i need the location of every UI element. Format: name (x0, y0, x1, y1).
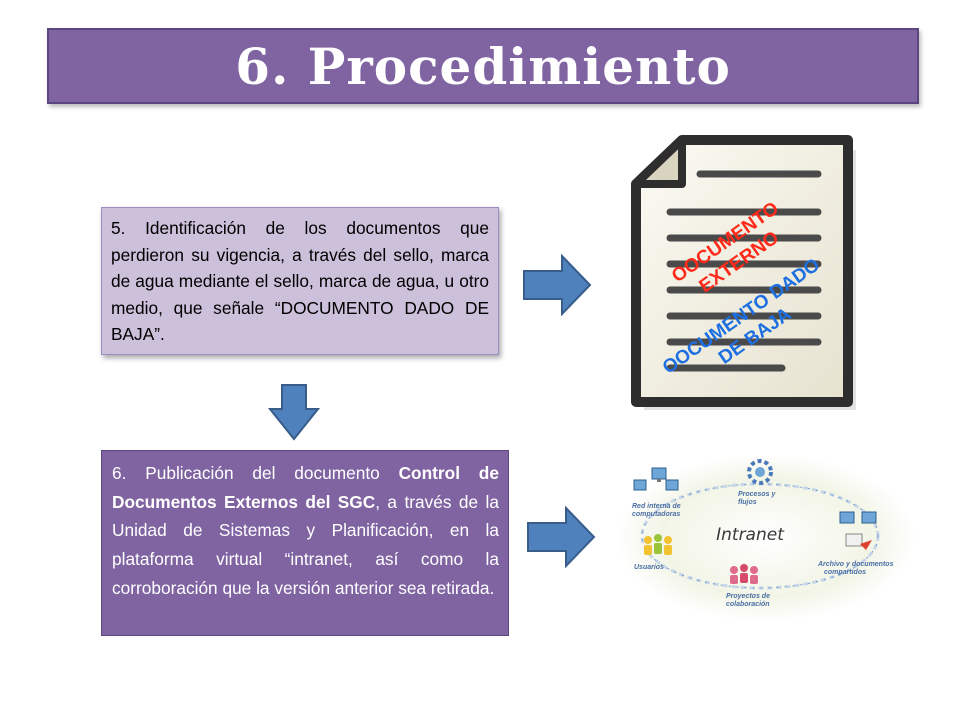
gear-icon (747, 459, 773, 485)
document-icon: OOCUMENTO EXTERNO OOCUMENTO DADO DE BAJA (631, 135, 856, 410)
arrow-down-icon (268, 384, 320, 441)
arrow-right-icon (527, 506, 596, 568)
node-users-label: Usuarios (634, 564, 664, 571)
step5-box: 5. Identificación de los documentos que … (101, 207, 499, 355)
users-icon (644, 534, 672, 555)
computer-icon (633, 467, 679, 491)
arrow-right-icon (523, 254, 592, 316)
step6-text-part2: , a través de la Unidad de Sistemas y Pl… (112, 491, 499, 598)
page-title: 6. Procedimiento (235, 36, 731, 96)
intranet-center-label: Intranet (716, 525, 785, 545)
step6-box: 6. Publicación del documento Control de … (101, 450, 509, 636)
step5-text: 5. Identificación de los documentos que … (111, 218, 489, 344)
title-bar: 6. Procedimiento (47, 28, 919, 104)
server-icon (839, 511, 877, 550)
step6-text-part1: 6. Publicación del documento (112, 463, 399, 483)
team-icon (730, 564, 758, 584)
step6-text-bold: Control de Documentos Externos del SGC (112, 463, 499, 512)
